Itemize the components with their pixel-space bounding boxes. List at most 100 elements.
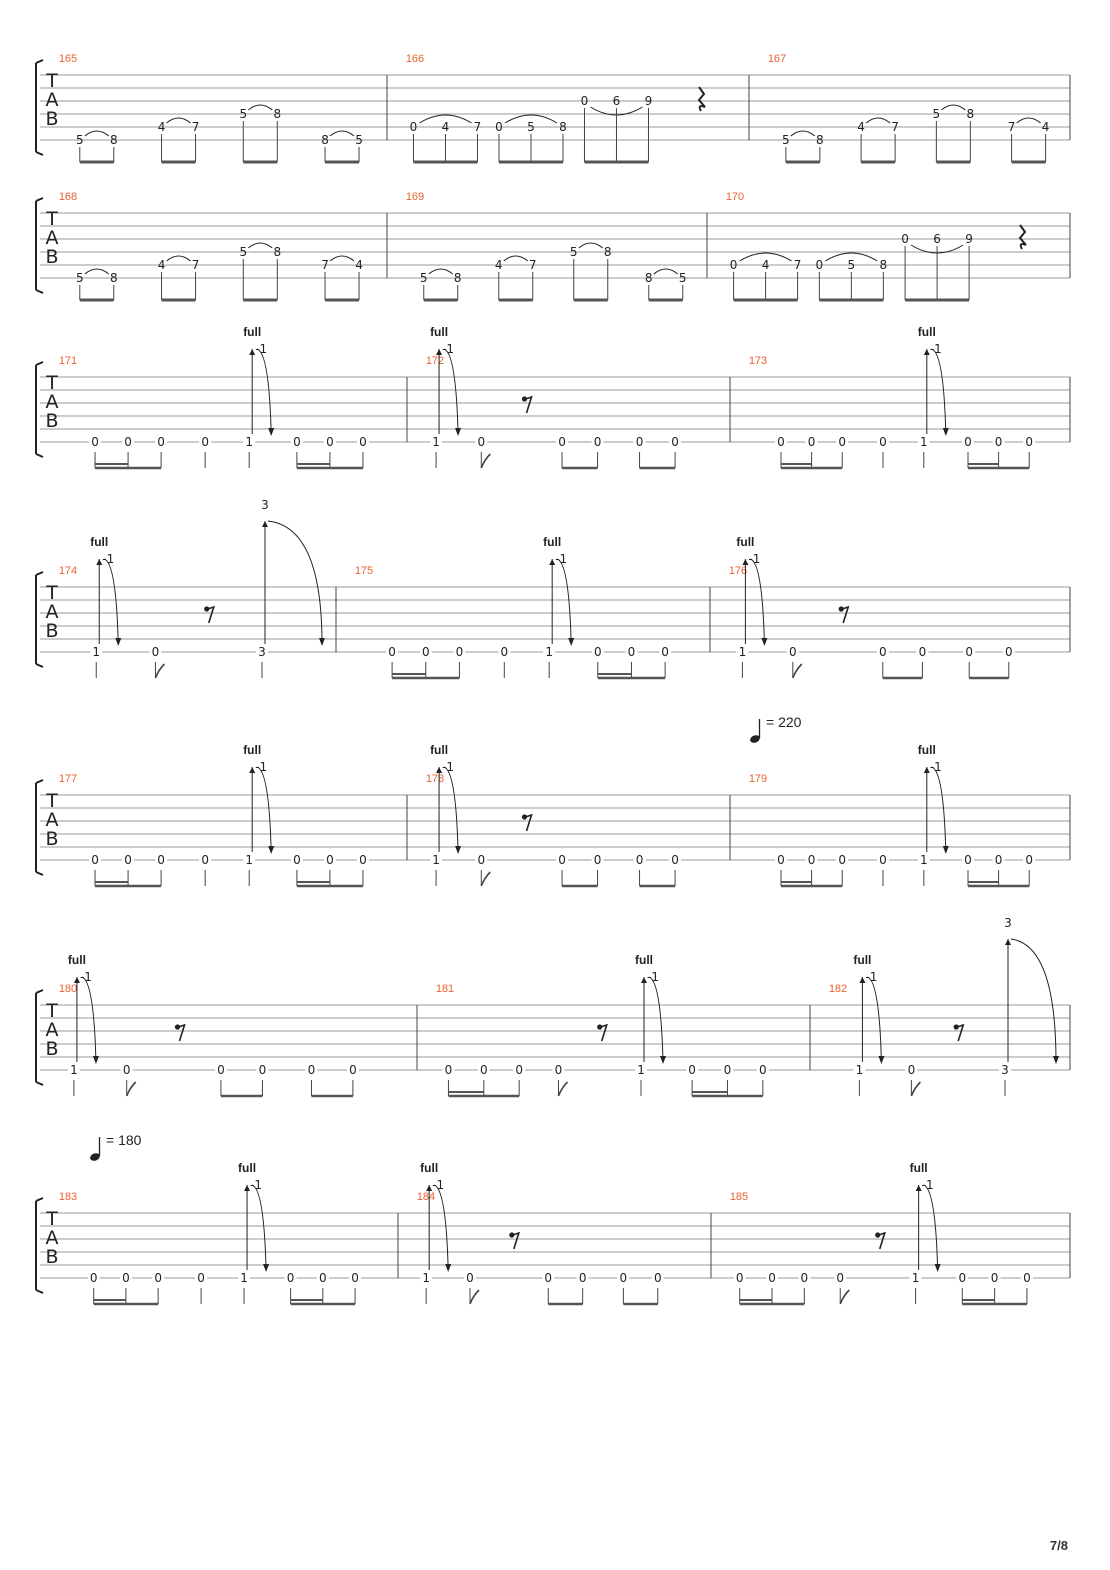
tab-clef-letter: B xyxy=(45,1038,58,1060)
fret-backdrop xyxy=(659,644,672,657)
bend-release-value: -1 xyxy=(930,342,942,356)
fret-backdrop xyxy=(386,644,399,657)
fret-number: 0 xyxy=(197,1271,205,1285)
fret-backdrop xyxy=(122,852,135,865)
measure-number: 181 xyxy=(436,983,454,995)
tab-clef-letter: B xyxy=(45,246,58,268)
fret-number: 0 xyxy=(671,435,679,449)
fret-number: 4 xyxy=(857,120,865,134)
fret-backdrop xyxy=(617,1270,630,1283)
fret-number: 0 xyxy=(293,853,301,867)
fret-number: 1 xyxy=(70,1063,78,1077)
fret-number: 0 xyxy=(91,435,99,449)
tab-clef-letter: B xyxy=(45,828,58,850)
fret-number: 0 xyxy=(388,645,396,659)
fret-backdrop xyxy=(988,1270,1001,1283)
fret-number: 0 xyxy=(688,1063,696,1077)
bend-label: full xyxy=(853,953,871,967)
bend-arrow-icon xyxy=(436,767,443,773)
fret-backdrop xyxy=(963,644,976,657)
bend-arrow-icon xyxy=(1005,939,1011,945)
fret-number: 5 xyxy=(76,133,84,147)
fret-number: 0 xyxy=(349,1063,357,1077)
slur xyxy=(166,117,191,124)
bend-release-value: -1 xyxy=(250,1178,262,1192)
bend-arrow-icon xyxy=(73,977,80,983)
bend-label: full xyxy=(430,325,448,339)
fret-number: 0 xyxy=(495,120,503,134)
fret-number: 0 xyxy=(217,1063,225,1077)
fret-backdrop xyxy=(87,1270,100,1283)
note-flag xyxy=(557,1081,569,1097)
fret-backdrop xyxy=(290,852,303,865)
fret-number: 4 xyxy=(442,120,450,134)
slur xyxy=(578,242,604,249)
slur xyxy=(1016,117,1041,124)
release-arrow-icon xyxy=(263,1264,270,1272)
fret-backdrop xyxy=(89,434,102,447)
fret-number: 0 xyxy=(480,1063,488,1077)
fret-number: 0 xyxy=(777,853,785,867)
fret-number: 7 xyxy=(1008,120,1016,134)
fret-number: 0 xyxy=(410,120,418,134)
fret-number: 0 xyxy=(157,853,165,867)
release-arrow-icon xyxy=(660,1056,667,1064)
fret-number: 9 xyxy=(965,232,973,246)
fret-number: 0 xyxy=(477,435,485,449)
tab-clef-letter: T xyxy=(45,208,58,230)
fret-number: 1 xyxy=(912,1271,920,1285)
fret-number: 0 xyxy=(91,853,99,867)
measure-number: 169 xyxy=(406,191,424,203)
bend-amount: 3 xyxy=(1004,916,1012,930)
tab-clef-letter: A xyxy=(46,1019,59,1041)
system-bracket xyxy=(35,1197,44,1294)
release-curve xyxy=(931,766,947,853)
fret-backdrop xyxy=(305,1062,318,1075)
fret-number: 0 xyxy=(1025,853,1033,867)
bend-label: full xyxy=(68,953,86,967)
eighth-rest-stroke xyxy=(522,395,533,414)
fret-backdrop xyxy=(316,1270,329,1283)
release-curve xyxy=(648,976,664,1063)
fret-backdrop xyxy=(442,1062,455,1075)
fret-number: 8 xyxy=(880,258,888,272)
fret-number: 5 xyxy=(76,271,84,285)
fret-number: 0 xyxy=(515,1063,523,1077)
fret-backdrop xyxy=(999,1062,1011,1075)
fret-number: 0 xyxy=(628,645,636,659)
fret-number: 0 xyxy=(466,1271,474,1285)
note-flag xyxy=(839,1289,850,1305)
fret-number: 0 xyxy=(808,853,816,867)
fret-backdrop xyxy=(591,434,604,447)
slur xyxy=(504,114,558,124)
fret-number: 0 xyxy=(594,853,602,867)
tab-clef-letter: A xyxy=(46,601,59,623)
fret-number: 0 xyxy=(836,1271,844,1285)
slur xyxy=(84,268,110,275)
fret-number: 0 xyxy=(152,645,160,659)
fret-backdrop xyxy=(905,1062,918,1075)
bend-release-value: -1 xyxy=(922,1178,934,1192)
fret-number: 5 xyxy=(782,133,790,147)
fret-backdrop xyxy=(917,434,930,447)
slur xyxy=(825,252,878,262)
release-arrow-icon xyxy=(268,846,275,854)
fret-backdrop xyxy=(909,1270,922,1283)
fret-backdrop xyxy=(498,644,511,657)
eighth-rest-stroke xyxy=(522,813,533,832)
note-flag xyxy=(480,871,491,887)
fret-number: 3 xyxy=(1001,1063,1009,1077)
bend-label: full xyxy=(430,743,448,757)
fret-number: 5 xyxy=(570,245,578,259)
note-flag xyxy=(792,663,803,679)
fret-number: 8 xyxy=(454,271,462,285)
